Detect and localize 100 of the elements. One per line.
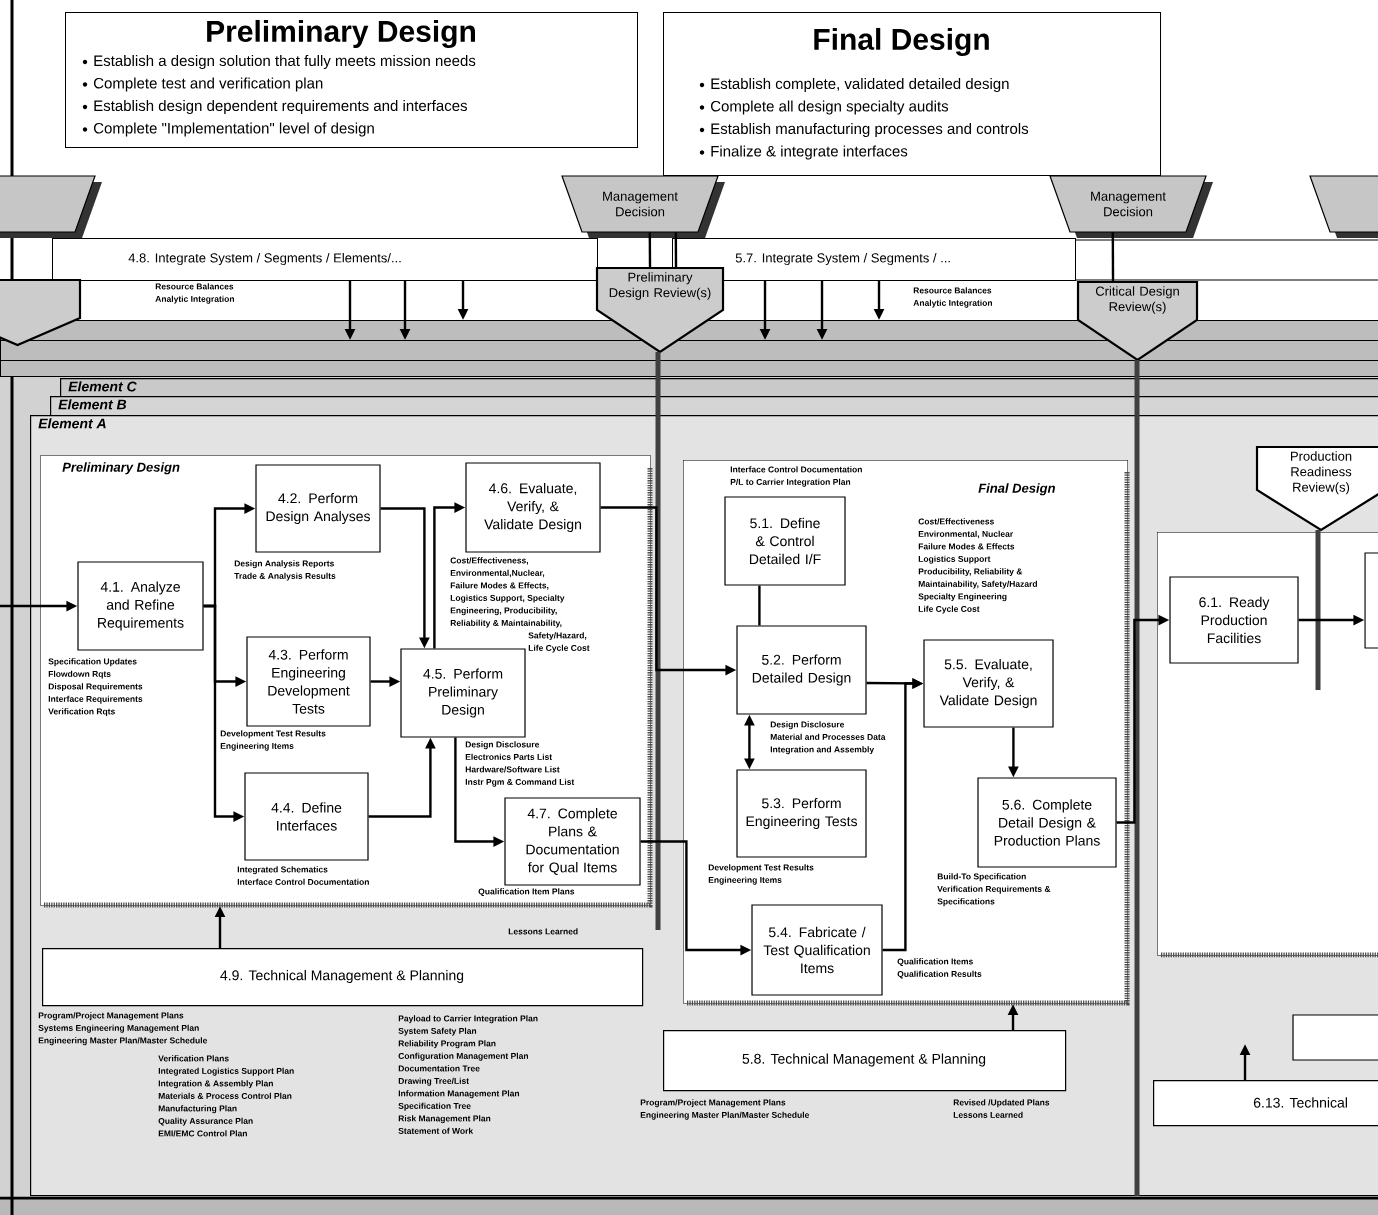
layer-stripe bbox=[0, 340, 1378, 361]
node-label: EMI/EMC Control Plan bbox=[158, 1130, 247, 1137]
node-label: Verification Plans bbox=[158, 1055, 229, 1062]
output-list: Resource Balances Analytic Integration bbox=[155, 283, 234, 304]
node-label: Producibility, Reliability & bbox=[918, 568, 1023, 577]
process-box: 4.1. Analyze and Refine Requirements bbox=[77, 561, 204, 651]
output-list: Resource Balances Analytic Integration bbox=[913, 287, 992, 308]
node-label: Cost/Effectiveness bbox=[918, 518, 994, 525]
element-band: Element C bbox=[60, 378, 1378, 398]
node-label: Logistics Support, Specialty bbox=[450, 594, 565, 603]
output-list: Design Analysis Reports Trade & Analysis Results bbox=[234, 560, 336, 581]
node-label: Statement of Work bbox=[398, 1127, 474, 1134]
bullet-item: Complete test and verification plan bbox=[82, 77, 323, 92]
output-list: Qualification Item Plans bbox=[478, 888, 575, 897]
node-label: Specification Tree bbox=[398, 1102, 471, 1111]
node-label: Hardware/Software List bbox=[465, 766, 560, 773]
node-label: Integration & Assembly Plan bbox=[158, 1080, 273, 1089]
connector-line bbox=[648, 232, 652, 268]
bullet-item: Establish complete, validated detailed design bbox=[699, 78, 1009, 92]
process-box: 6.1. Ready Production Facilities bbox=[1169, 576, 1299, 664]
review-pentagon: Preliminary Design Review(s) bbox=[595, 266, 725, 354]
output-list: Development Test Results Engineering Items bbox=[708, 864, 814, 885]
node-label: Documentation Tree bbox=[398, 1065, 480, 1072]
node-label: Failure Modes & Effects bbox=[918, 543, 1015, 550]
output-list: Specification Updates Flowdown Rqts Disposal Requirements Interface Requirements Verification Rqts bbox=[48, 658, 143, 717]
layer-stripe bbox=[0, 360, 1378, 377]
output-list: Verification Plans Integrated Logistics Support Plan Integration & Assembly Plan Materials & Process Control Plan Manufacturing Plan Quality Assurance Plan EMI/EMC Control Plan bbox=[158, 1055, 294, 1137]
node-label: Reliability & Maintainability, bbox=[450, 619, 562, 628]
bullet-item: Complete "Implementation" level of design bbox=[82, 122, 374, 137]
node-label: Engineering, Producibility, bbox=[450, 607, 557, 616]
header-box bbox=[663, 12, 1161, 176]
note-text: Lessons Learned bbox=[508, 928, 578, 935]
process-box: 4.7. Complete Plans & Documentation for Qual Items bbox=[504, 797, 641, 886]
node-label: Design Disclosure bbox=[465, 741, 540, 750]
output-list: Cost/Effectiveness Environmental, Nuclear Failure Modes & Effects Logistics Support Producibility, Reliability & Maintainability, Safety/Hazard Specialty Engineering Life Cycle Cost bbox=[918, 518, 1037, 614]
process-box: 5.4. Fabricate / Test Qualification Items bbox=[751, 904, 883, 996]
process-box: 5.6. Complete Detail Design & Production Plans bbox=[977, 777, 1117, 868]
output-list: Design Disclosure Electronics Parts List Hardware/Software List Instr Pgm & Command List bbox=[465, 741, 575, 787]
decision-trapezoid: Management Decision bbox=[1049, 175, 1213, 238]
process-box bbox=[1292, 1014, 1378, 1061]
node-label: Risk Management Plan bbox=[398, 1115, 491, 1124]
node-label: Disposal Requirements bbox=[48, 683, 143, 692]
bullet-item: Complete all design specialty audits bbox=[699, 100, 949, 115]
bullet-item: Establish a design solution that fully meets mission needs bbox=[82, 55, 476, 69]
output-list: Payload to Carrier Integration Plan System Safety Plan Reliability Program Plan Configuration Management Plan Documentation Tree Drawing Tree/List Information Management Plan Specification Tree Risk Management Plan Statement of Work bbox=[398, 1015, 538, 1134]
node-label: Reliability Program Plan bbox=[398, 1040, 496, 1049]
output-list: Qualification Items Qualification Results bbox=[897, 958, 982, 979]
review-pentagon: Production Readiness Review(s) bbox=[1255, 445, 1378, 532]
process-box: 4.2. Perform Design Analyses bbox=[255, 464, 381, 553]
node-label: Materials & Process Control Plan bbox=[158, 1092, 292, 1099]
process-box: 4.4. Define Interfaces bbox=[244, 772, 369, 861]
process-box bbox=[1364, 552, 1378, 649]
node-label: Manufacturing Plan bbox=[158, 1105, 237, 1114]
process-box: 4.3. Perform Engineering Development Tests bbox=[246, 636, 371, 727]
bullet-item: Establish design dependent requirements and interfaces bbox=[82, 100, 467, 114]
node-label: Maintainability, Safety/Hazard bbox=[918, 580, 1037, 589]
planning-box: 5.8. Technical Management & Planning bbox=[663, 1030, 1067, 1092]
node-label: Drawing Tree/List bbox=[398, 1077, 469, 1086]
node-label: Environmental, Nuclear bbox=[918, 530, 1014, 539]
node-label: Interface Requirements bbox=[48, 695, 143, 704]
output-list: Cost/Effectiveness, Environmental,Nuclear, Failure Modes & Effects, Logistics Support, Specialty Engineering, Producibility, Reliability & Maintainability, bbox=[450, 557, 565, 628]
process-box: 5.1. Define & Control Detailed I/F bbox=[724, 496, 846, 586]
connector-line bbox=[1111, 232, 1115, 282]
node-label: Cost/Effectiveness, bbox=[450, 557, 529, 565]
process-box: 4.5. Perform Preliminary Design bbox=[400, 648, 526, 738]
node-label: Environmental,Nuclear, bbox=[450, 569, 545, 578]
node-label: Life Cycle Cost bbox=[918, 605, 980, 614]
node-label: Information Management Plan bbox=[398, 1090, 520, 1099]
node-label: Payload to Carrier Integration Plan bbox=[398, 1015, 538, 1024]
process-box: 5.2. Perform Detailed Design bbox=[736, 625, 867, 715]
node-label: Verification Rqts bbox=[48, 708, 115, 717]
node-label: Specialty Engineering bbox=[918, 593, 1007, 602]
output-list: Build-To Specification Verification Requirements & Specifications bbox=[937, 873, 1051, 907]
node-label: Instr Pgm & Command List bbox=[465, 778, 575, 787]
output-list: Development Test Results Engineering Items bbox=[220, 730, 326, 751]
output-list: Integrated Schematics Interface Control Documentation bbox=[237, 866, 369, 885]
bullet-item: Establish manufacturing processes and controls bbox=[699, 123, 1029, 137]
node-label: Failure Modes & Effects, bbox=[450, 582, 549, 590]
connector-line bbox=[674, 232, 678, 268]
node-label: Quality Assurance Plan bbox=[158, 1117, 253, 1126]
element-band: Element B bbox=[50, 396, 1378, 417]
header-box bbox=[65, 12, 638, 148]
node-label: Specification Updates bbox=[48, 658, 137, 667]
node-label: Configuration Management Plan bbox=[398, 1052, 529, 1061]
process-box: 4.6. Evaluate, Verify, & Validate Design bbox=[465, 462, 601, 553]
review-pentagon: Critical Design Review(s) bbox=[1076, 280, 1199, 362]
decision-trapezoid: Management Decision bbox=[561, 175, 725, 238]
heading: Final Design bbox=[814, 27, 989, 57]
node-label: System Safety Plan bbox=[398, 1027, 477, 1036]
output-list: Revised /Updated Plans Lessons Learned bbox=[953, 1099, 1050, 1118]
node-label: Flowdown Rqts bbox=[48, 670, 111, 679]
review-pentagon bbox=[0, 278, 82, 347]
decision-trapezoid bbox=[0, 175, 102, 238]
output-list: Safety/Hazard, Life Cycle Cost bbox=[528, 632, 590, 653]
planning-box: 6.13. Technical bbox=[1153, 1080, 1378, 1127]
decision-trapezoid bbox=[1309, 175, 1378, 238]
output-list: Program/Project Management Plans Systems Engineering Management Plan Engineering Master Plan/Master Schedule bbox=[38, 1012, 207, 1046]
integration-bar: 4.8. Integrate System / Segments / Elements/... bbox=[52, 238, 598, 281]
node-label: Integrated Logistics Support Plan bbox=[158, 1067, 294, 1076]
connector-line bbox=[758, 585, 761, 626]
